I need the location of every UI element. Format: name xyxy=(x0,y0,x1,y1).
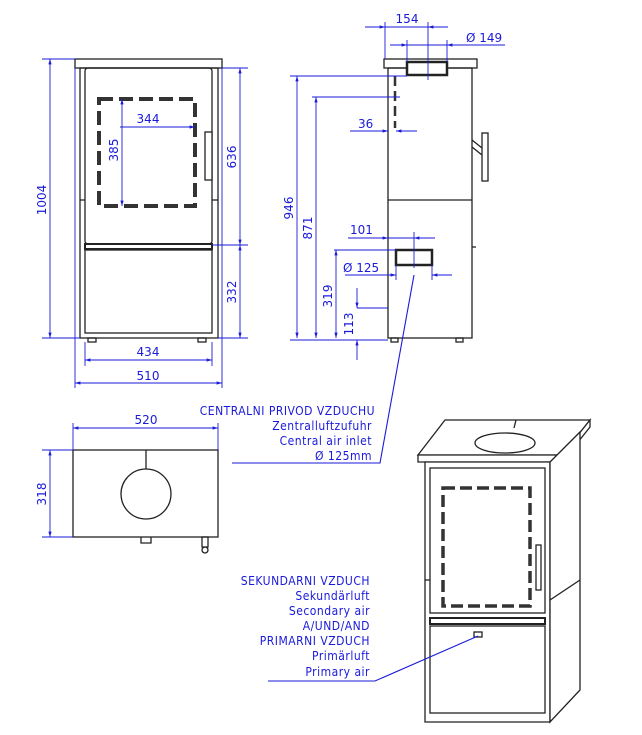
svg-text:Primärluft: Primärluft xyxy=(312,649,370,663)
dim-871: 871 xyxy=(301,217,315,240)
svg-text:Zentralluftzufuhr: Zentralluftzufuhr xyxy=(272,419,372,433)
svg-text:Secondary air: Secondary air xyxy=(289,604,370,618)
dim-946: 946 xyxy=(282,197,296,220)
side-handle xyxy=(481,132,489,182)
door-handle xyxy=(204,131,213,181)
svg-text:Primary air: Primary air xyxy=(305,665,370,679)
svg-text:SEKUNDARNI VZDUCH: SEKUNDARNI VZDUCH xyxy=(241,574,370,588)
front-dimensions: 1004 636 332 434 510 344 385 xyxy=(35,58,248,388)
isometric-view xyxy=(416,418,592,724)
svg-text:Central air inlet: Central air inlet xyxy=(280,434,372,448)
central-air-label: CENTRALNI PRIVOD VZDUCHU Zentralluftzufu… xyxy=(200,274,415,464)
top-view xyxy=(72,449,219,554)
dim-154: 154 xyxy=(396,12,419,26)
dim-113: 113 xyxy=(342,313,356,336)
dim-318: 318 xyxy=(35,483,49,506)
dim-520: 520 xyxy=(135,413,158,427)
dim-319: 319 xyxy=(321,285,335,308)
svg-text:CENTRALNI PRIVOD VZDUCHU: CENTRALNI PRIVOD VZDUCHU xyxy=(200,404,375,418)
top-dimensions: 520 318 xyxy=(35,413,219,538)
dim-332: 332 xyxy=(225,281,239,304)
dim-344: 344 xyxy=(137,112,160,126)
dim-d125: Ø 125 xyxy=(343,261,379,275)
dim-434: 434 xyxy=(137,345,160,359)
side-dimensions: 154 Ø 149 946 871 36 101 Ø 125 319 113 xyxy=(282,12,505,360)
dim-36: 36 xyxy=(358,117,373,131)
front-view xyxy=(74,58,223,343)
dim-385: 385 xyxy=(107,139,121,162)
svg-text:Sekundärluft: Sekundärluft xyxy=(295,589,370,603)
dim-636: 636 xyxy=(225,146,239,169)
side-view xyxy=(383,58,489,343)
air-label: SEKUNDARNI VZDUCH Sekundärluft Secondary… xyxy=(241,574,479,682)
dim-510: 510 xyxy=(137,369,160,383)
dim-1004: 1004 xyxy=(35,185,49,216)
dim-d149: Ø 149 xyxy=(466,31,502,45)
svg-text:Ø 125mm: Ø 125mm xyxy=(315,449,372,463)
svg-text:A/UND/AND: A/UND/AND xyxy=(303,619,370,633)
dim-101: 101 xyxy=(350,223,373,237)
svg-text:PRIMARNI VZDUCH: PRIMARNI VZDUCH xyxy=(260,634,370,648)
